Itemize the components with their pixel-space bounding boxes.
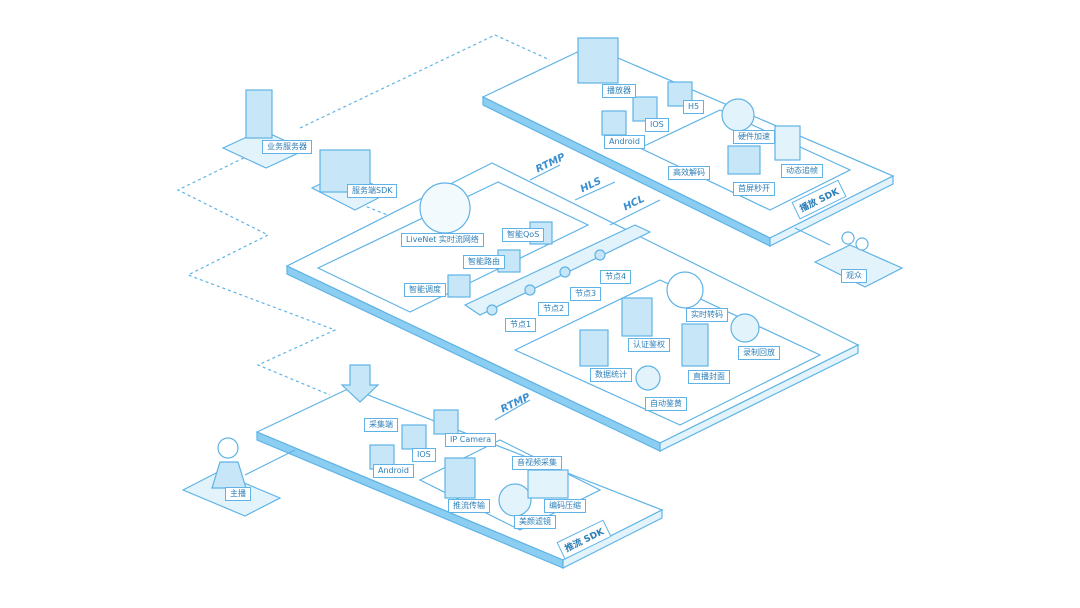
label-route: 智能路由: [463, 255, 505, 269]
cube-ios-play: [632, 96, 658, 122]
label-fast-start: 首屏秒开: [733, 182, 775, 196]
stats-icon: [579, 329, 609, 367]
label-business-server: 业务服务器: [262, 140, 312, 154]
label-decode: 高效解码: [668, 166, 710, 180]
download-arrow-icon: [340, 364, 380, 403]
label-record: 录制回放: [738, 346, 780, 360]
label-h5: H5: [683, 100, 705, 114]
label-ios-push: IOS: [412, 448, 436, 462]
cube-ios-push: [401, 424, 427, 450]
beauty-icon: [498, 483, 532, 517]
label-frame-chase: 动态追帧: [781, 164, 823, 178]
label-capture: 采集端: [364, 418, 398, 432]
gauge-icon: [721, 98, 755, 132]
transfer-icon: [444, 457, 476, 499]
transcode-icon: [666, 271, 704, 309]
cube-dispatch: [447, 274, 471, 298]
label-server-sdk: 服务端SDK: [347, 184, 398, 198]
label-cover: 直播封面: [688, 370, 730, 384]
record-icon: [730, 313, 760, 343]
connector-server-left: [176, 149, 337, 396]
label-qos: 智能QoS: [502, 228, 545, 242]
label-node1: 节点1: [505, 318, 537, 332]
label-transcode: 实时转码: [686, 308, 728, 322]
globe-icon: [419, 182, 471, 234]
label-anchor: 主播: [225, 487, 251, 501]
audience-person-icon: [841, 231, 855, 245]
label-encode: 编码压缩: [544, 499, 586, 513]
label-ios-play: IOS: [645, 118, 669, 132]
connector-server-player: [299, 34, 551, 129]
label-node3: 节点3: [570, 287, 602, 301]
label-porn-detect: 自动鉴黄: [645, 397, 687, 411]
cube-ipcam: [433, 409, 459, 435]
label-stats: 数据统计: [590, 368, 632, 382]
label-dispatch: 智能调度: [404, 283, 446, 297]
label-push-transfer: 推流传输: [448, 499, 490, 513]
label-audience: 观众: [841, 269, 867, 283]
magnifier-icon: [635, 365, 661, 391]
cube-android-play: [601, 110, 627, 136]
label-beauty: 美颜滤镜: [514, 515, 556, 529]
label-android-push: Android: [373, 464, 414, 478]
cover-icon: [681, 323, 709, 367]
label-av-capture: 音视频采集: [512, 456, 562, 470]
node-icons: [486, 249, 606, 316]
label-node2: 节点2: [538, 302, 570, 316]
label-livenet: LiveNet 实时流网络: [401, 233, 484, 247]
label-ipcam: IP Camera: [445, 433, 497, 447]
label-auth: 认证鉴权: [628, 338, 670, 352]
anchor-body-icon: [211, 461, 247, 489]
auth-icon: [621, 297, 653, 337]
player-icon: [577, 37, 619, 84]
monitor-icon: [727, 145, 761, 175]
label-hw-accel: 硬件加速: [733, 130, 775, 144]
encode-icon: [527, 469, 569, 499]
anchor-person-icon: [217, 437, 239, 459]
frames-icon: [774, 125, 801, 161]
label-player: 播放器: [602, 84, 636, 98]
server-icon: [245, 89, 273, 139]
label-node4: 节点4: [600, 270, 632, 284]
label-android-play: Android: [604, 135, 645, 149]
